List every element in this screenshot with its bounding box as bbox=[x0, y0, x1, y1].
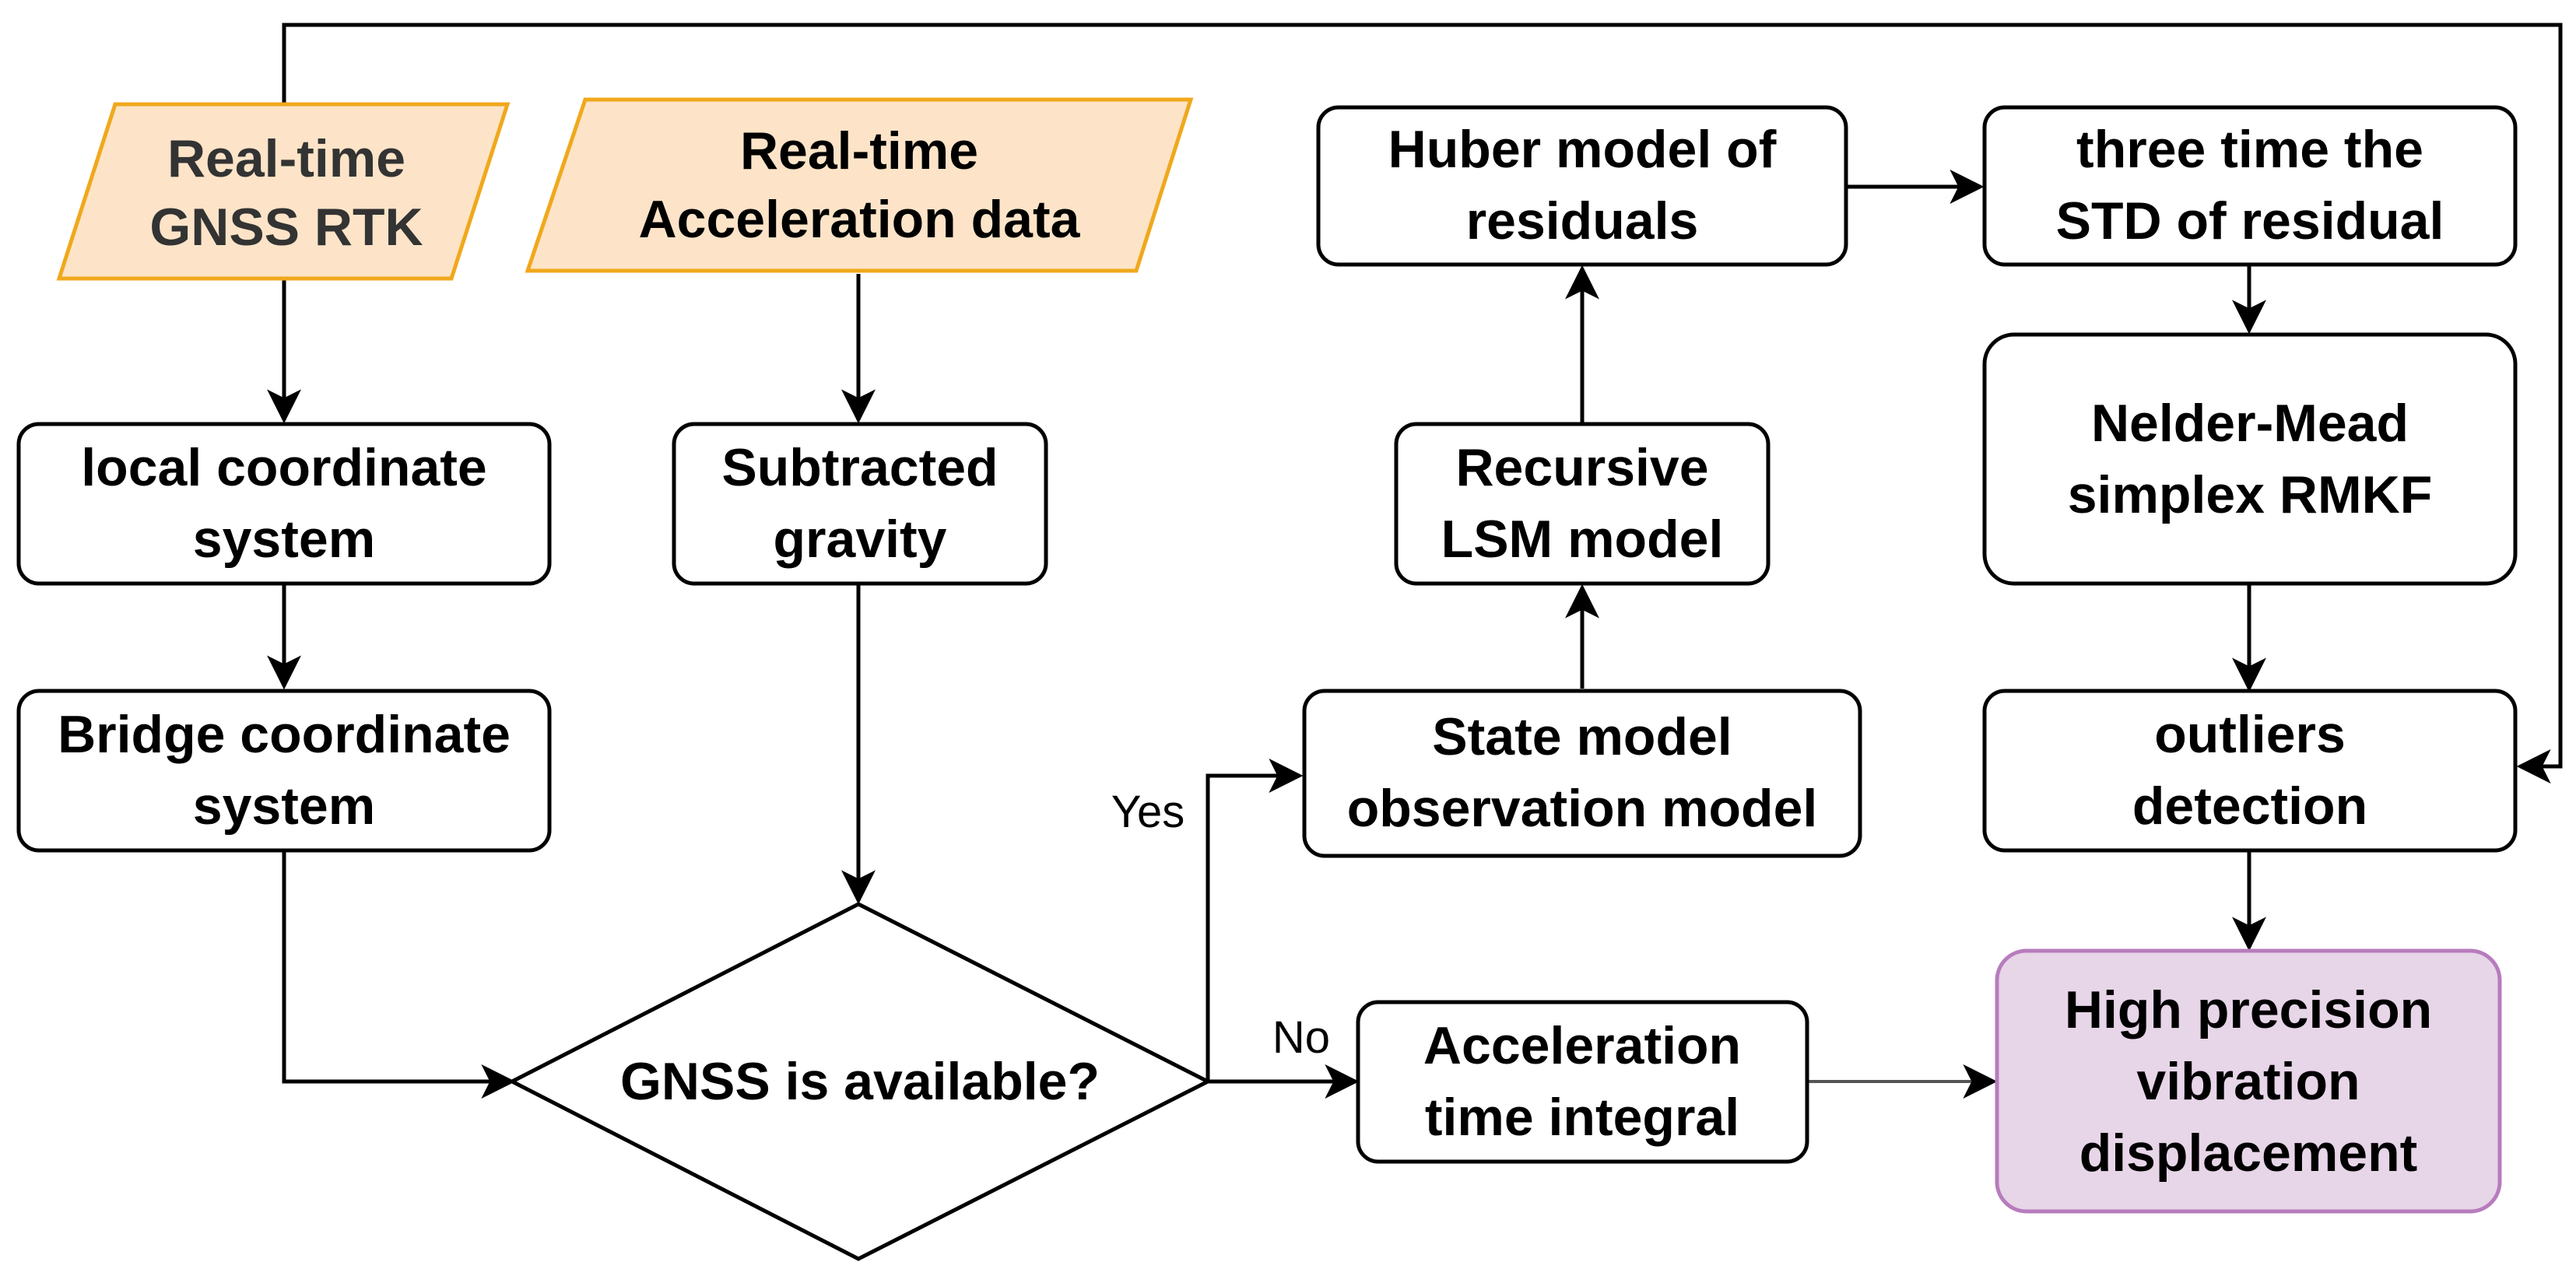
node-text-line: GNSS RTK bbox=[149, 198, 423, 257]
label-no: No bbox=[1272, 1012, 1330, 1063]
box-local-coordinate-system: local coordinate system bbox=[16, 422, 552, 586]
edge-gnss-to-outliers bbox=[282, 23, 2563, 783]
node-text-line: Real-time bbox=[167, 129, 405, 188]
node-text-line: Acceleration bbox=[1423, 1016, 1741, 1075]
node-text-line: gravity bbox=[774, 510, 947, 569]
state-model-text: State model observation model bbox=[1347, 707, 1818, 838]
node-text-line: Real-time bbox=[740, 121, 978, 181]
box-huber-model: Huber model of residuals bbox=[1316, 105, 1848, 267]
subtracted-gravity-text: Subtracted gravity bbox=[721, 438, 998, 569]
gnss-available-text: GNSS is available? bbox=[620, 1052, 1100, 1111]
box-outliers-detection: outliers detection bbox=[1982, 689, 2518, 853]
bridge-coordinate-text: Bridge coordinate system bbox=[58, 705, 511, 836]
edge-decision-yes bbox=[1206, 759, 1304, 1081]
node-text-line: Subtracted bbox=[721, 438, 998, 497]
output-high-precision-displacement: High precision vibration displacement bbox=[1995, 948, 2502, 1214]
node-text-line: State model bbox=[1432, 707, 1732, 766]
node-text-line: time integral bbox=[1425, 1088, 1739, 1147]
node-text-line: High precision bbox=[2065, 980, 2432, 1039]
node-text-line: system bbox=[193, 510, 375, 569]
node-text-line: displacement bbox=[2079, 1124, 2418, 1183]
box-acceleration-integral: Acceleration time integral bbox=[1356, 1000, 1809, 1164]
edges bbox=[267, 23, 2563, 1099]
box-bridge-coordinate-system: Bridge coordinate system bbox=[16, 689, 552, 853]
box-subtracted-gravity: Subtracted gravity bbox=[672, 422, 1048, 586]
node-text-line: system bbox=[193, 776, 375, 836]
box-nelder-mead: Nelder-Mead simplex RMKF bbox=[1982, 332, 2518, 586]
local-coordinate-text: local coordinate system bbox=[81, 438, 486, 569]
node-text-line: Recursive bbox=[1455, 438, 1708, 497]
node-text-line: residuals bbox=[1466, 191, 1699, 251]
label-yes: Yes bbox=[1111, 787, 1185, 837]
node-text-line: Acceleration data bbox=[639, 190, 1081, 249]
edge-bridge-to-decision bbox=[282, 848, 516, 1099]
node-text-line: detection bbox=[2132, 776, 2367, 836]
node-text-line: local coordinate bbox=[81, 438, 486, 497]
node-text-line: Huber model of bbox=[1388, 120, 1777, 179]
node-text-line: Bridge coordinate bbox=[58, 705, 511, 764]
node-text-line: observation model bbox=[1347, 779, 1818, 838]
node-text-line: outliers bbox=[2154, 705, 2346, 764]
outliers-detection-text: outliers detection bbox=[2132, 705, 2367, 836]
node-text-line: simplex RMKF bbox=[2068, 465, 2433, 524]
node-text-line: vibration bbox=[2136, 1052, 2360, 1111]
node-text-line: STD of residual bbox=[2056, 191, 2444, 251]
high-precision-text: High precision vibration displacement bbox=[2065, 980, 2432, 1183]
huber-model-text: Huber model of residuals bbox=[1388, 120, 1777, 251]
nelder-mead-text: Nelder-Mead simplex RMKF bbox=[2068, 394, 2433, 524]
node-text-line: three time the bbox=[2076, 120, 2423, 179]
decision-gnss-available: GNSS is available? bbox=[507, 902, 1213, 1261]
acceleration-integral-text: Acceleration time integral bbox=[1423, 1016, 1741, 1147]
node-text-line: LSM model bbox=[1441, 510, 1724, 569]
box-state-model: State model observation model bbox=[1302, 689, 1862, 858]
node-text-line: GNSS is available? bbox=[620, 1052, 1100, 1111]
node-text-line: Nelder-Mead bbox=[2091, 394, 2409, 453]
